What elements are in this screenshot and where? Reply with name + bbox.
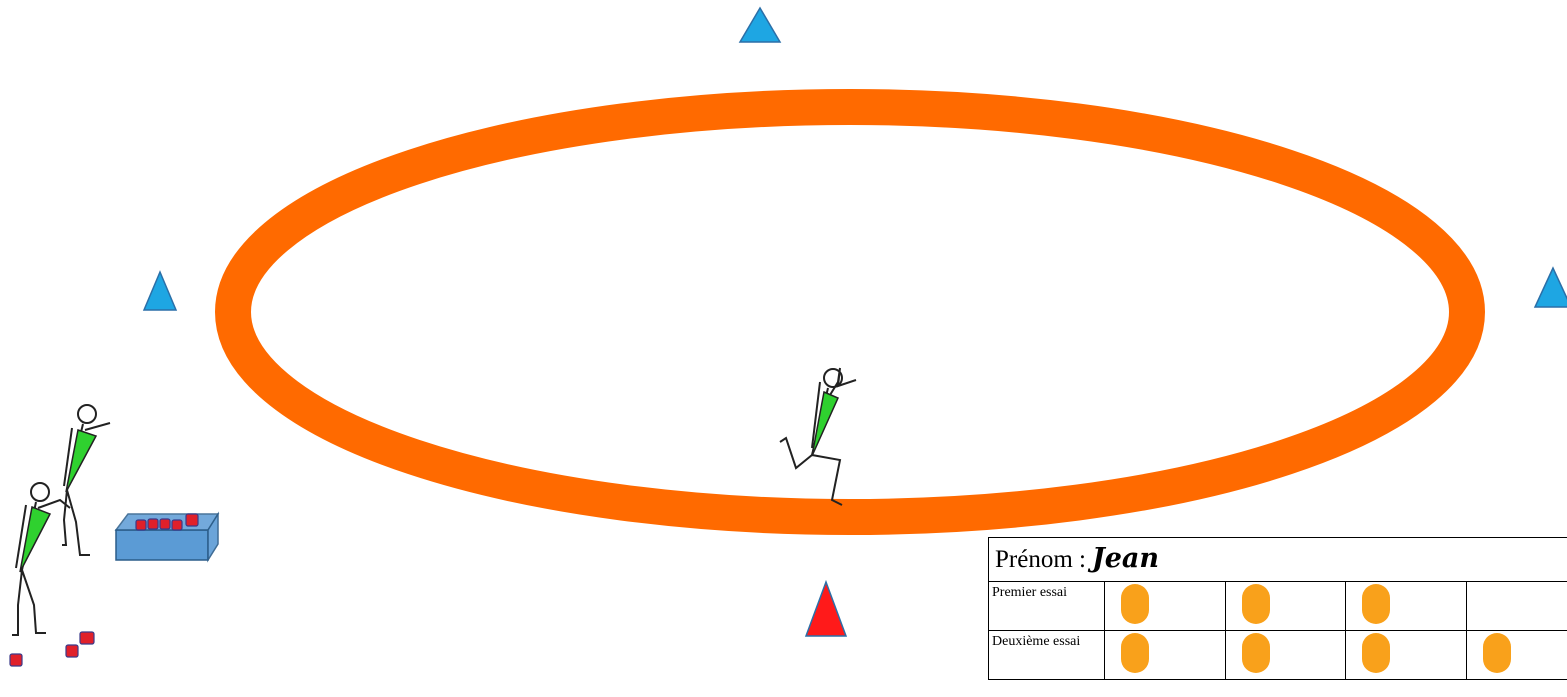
score-dot [1242, 584, 1270, 624]
score-row-first: Premier essai [989, 582, 1567, 631]
score-cell [1467, 631, 1567, 680]
score-cell [1346, 631, 1467, 680]
score-dot [1242, 633, 1270, 673]
name-label: Prénom : [995, 546, 1086, 573]
row-label-first: Premier essai [989, 582, 1105, 631]
red-cone-start [806, 582, 846, 636]
score-dot [1121, 633, 1149, 673]
score-dot [1362, 633, 1390, 673]
running-track [233, 107, 1467, 517]
score-cell [1225, 582, 1346, 631]
score-dot [1483, 633, 1511, 673]
score-cell [1225, 631, 1346, 680]
blue-cone-top [740, 8, 780, 42]
score-dot [1362, 584, 1390, 624]
row-label-second: Deuxième essai [989, 631, 1105, 680]
score-dot [1121, 584, 1149, 624]
name-value: Jean [1092, 543, 1159, 574]
score-table: Prénom :Jean Premier essai Deuxième essa… [988, 537, 1567, 680]
waiting-child-front-figure [12, 483, 70, 635]
score-cell [1104, 582, 1225, 631]
score-cell [1104, 631, 1225, 680]
blue-cone-right [1535, 268, 1567, 307]
name-row: Prénom :Jean [989, 538, 1567, 582]
waiting-child-back-figure [62, 405, 110, 555]
score-cell [1346, 582, 1467, 631]
runner-on-track-figure [780, 368, 856, 505]
score-cell [1467, 582, 1567, 631]
score-row-second: Deuxième essai [989, 631, 1567, 680]
blue-cone-left [144, 272, 176, 310]
score-card: Prénom :Jean Premier essai Deuxième essa… [988, 537, 1567, 697]
loose-tokens [10, 632, 94, 666]
